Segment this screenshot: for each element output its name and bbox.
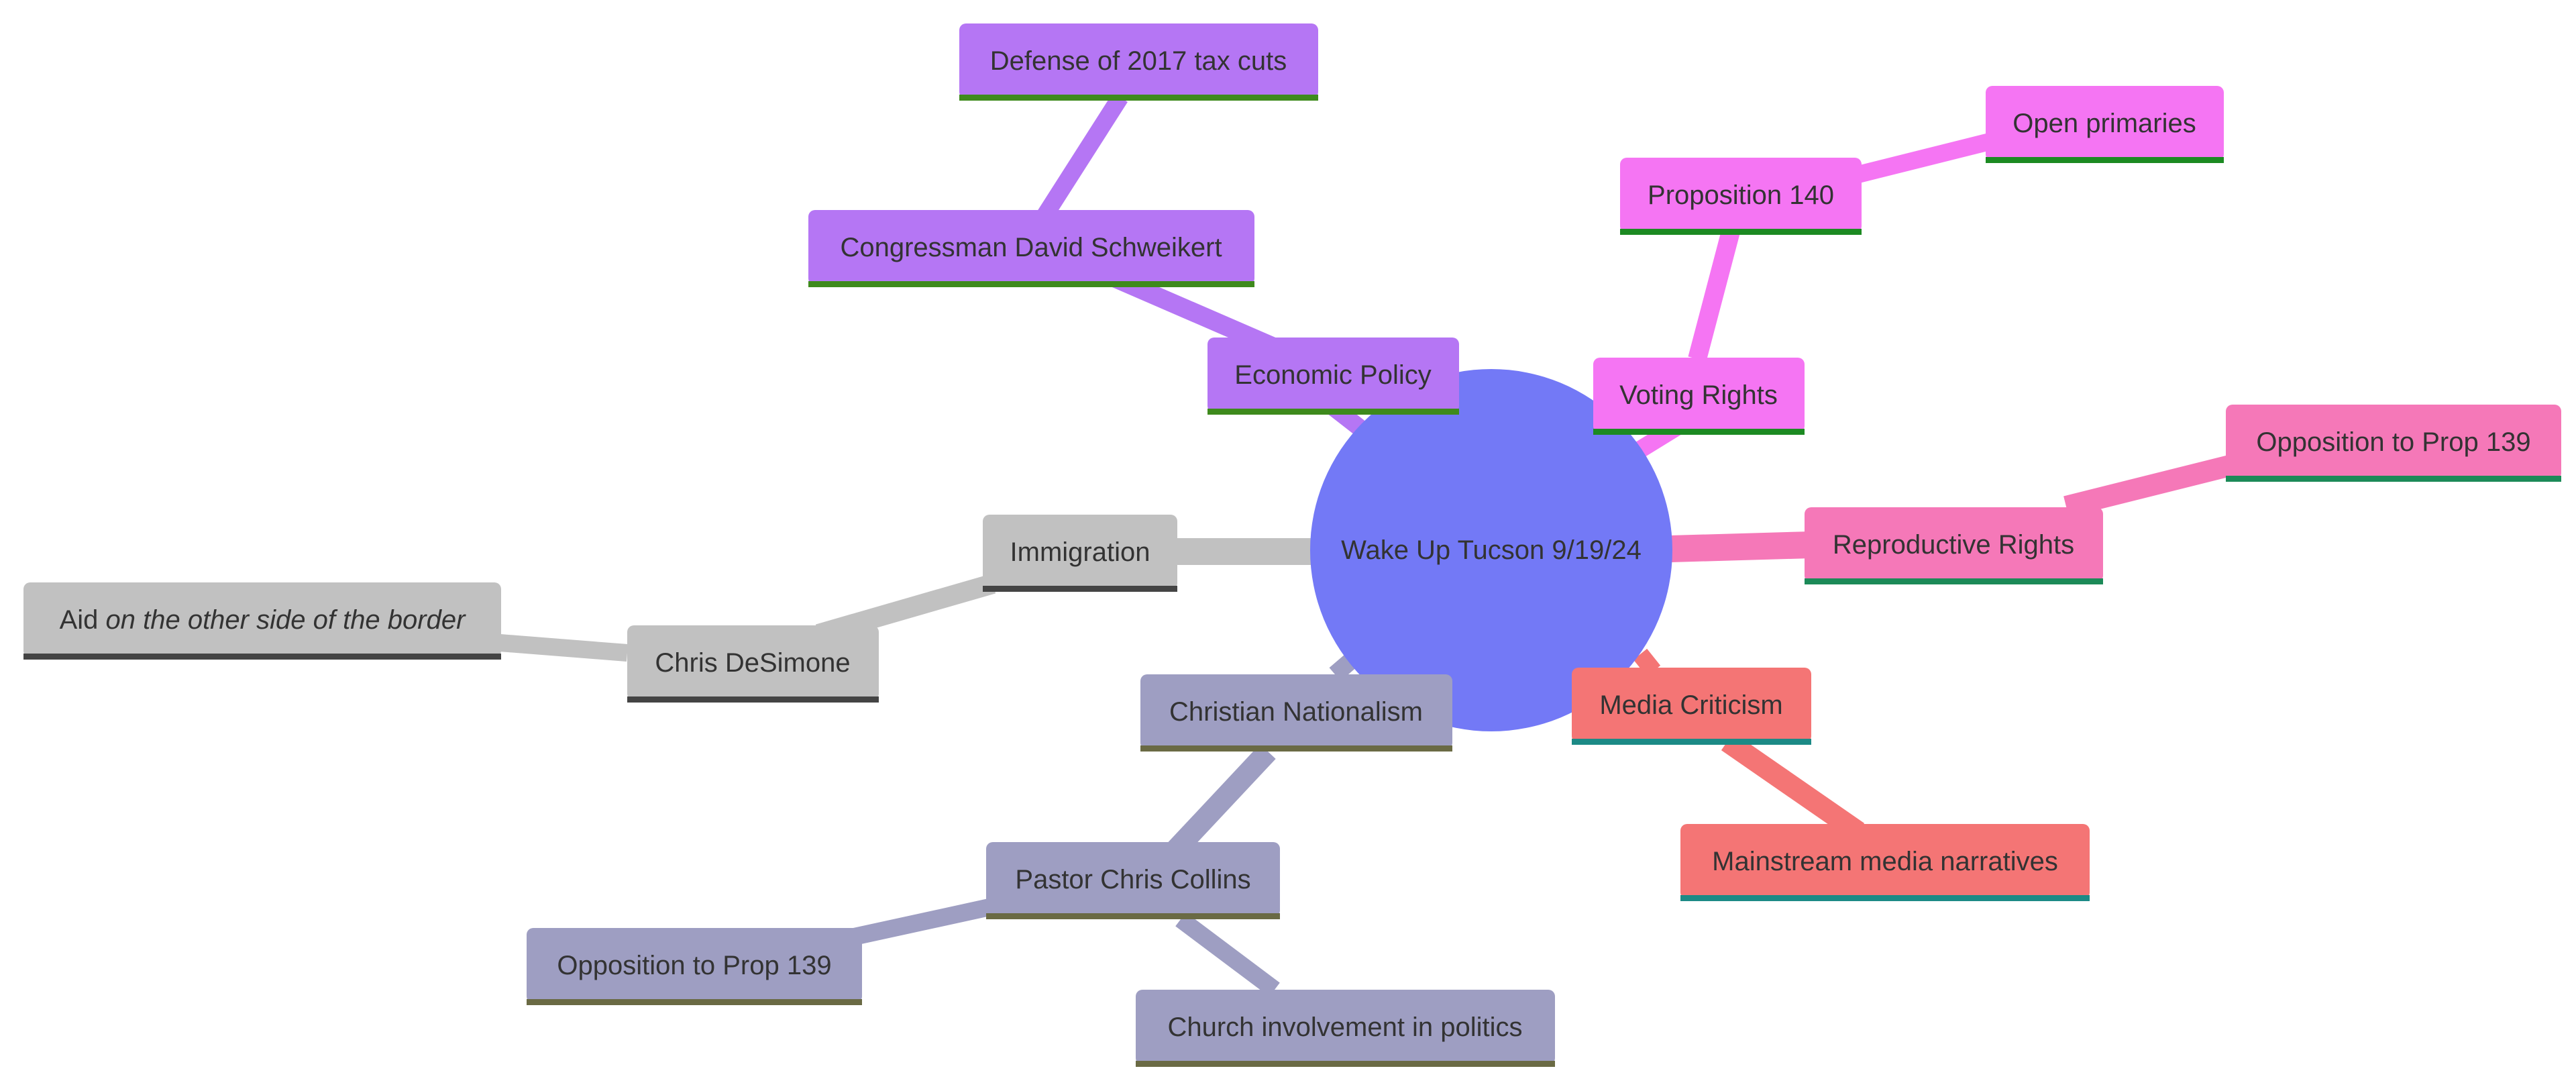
node-underline	[1572, 739, 1811, 745]
node-box	[2226, 405, 2561, 480]
node-underline	[1140, 745, 1452, 752]
node-opposition-prop-139-right[interactable]: Opposition to Prop 139	[2226, 405, 2561, 482]
node-box	[1140, 674, 1452, 749]
node-box	[983, 515, 1177, 590]
node-immigration[interactable]: Immigration	[983, 515, 1177, 592]
node-underline	[1986, 157, 2224, 163]
node-chris-desimone[interactable]: Chris DeSimone	[627, 625, 879, 703]
node-underline	[1680, 895, 2090, 901]
node-box	[1136, 990, 1555, 1065]
node-underline	[808, 281, 1254, 287]
node-label: Opposition to Prop 139	[557, 951, 831, 980]
node-box	[959, 23, 1318, 99]
root-node[interactable]: Wake Up Tucson 9/19/24	[1310, 369, 1672, 731]
node-reproductive-rights[interactable]: Reproductive Rights	[1805, 507, 2103, 584]
node-open-primaries[interactable]: Open primaries	[1986, 86, 2224, 163]
node-proposition-140[interactable]: Proposition 140	[1620, 158, 1862, 235]
edge-voting-prop140	[1688, 229, 1740, 362]
node-label-italic: on the other side of the border	[106, 605, 467, 635]
node-label: Media Criticism	[1599, 690, 1782, 720]
node-box	[1208, 338, 1459, 413]
root-label: Wake Up Tucson 9/19/24	[1341, 535, 1642, 565]
node-box	[1593, 358, 1805, 433]
node-label: Opposition to Prop 139	[2256, 427, 2530, 457]
node-label: Christian Nationalism	[1169, 697, 1423, 727]
edge-christian-collins	[1159, 744, 1276, 866]
node-label: Open primaries	[2012, 109, 2196, 138]
node-christian-nationalism[interactable]: Christian Nationalism	[1140, 674, 1452, 752]
edge-desimone-aid	[498, 634, 629, 662]
node-label: Pastor Chris Collins	[1015, 865, 1250, 894]
node-label: Immigration	[1010, 537, 1150, 567]
node-label: Economic Policy	[1234, 360, 1431, 390]
node-label: Proposition 140	[1648, 180, 1834, 210]
edge-schweikert-taxcuts	[1036, 93, 1128, 223]
node-box	[986, 842, 1280, 917]
node-label: Congressman David Schweikert	[840, 233, 1222, 262]
node-label: Aid on the other side of the border	[60, 605, 467, 635]
node-defense-tax-cuts[interactable]: Defense of 2017 tax cuts	[959, 23, 1318, 101]
node-underline	[986, 913, 1280, 919]
node-underline	[983, 586, 1177, 592]
node-mainstream-media[interactable]: Mainstream media narratives	[1680, 824, 2090, 901]
node-box	[1572, 668, 1811, 743]
node-underline	[627, 696, 879, 703]
node-underline	[1620, 229, 1862, 235]
edge-collins-opp139	[840, 898, 991, 948]
node-label: Mainstream media narratives	[1712, 847, 2058, 876]
node-label-plain: Aid	[60, 605, 106, 635]
node-label: Reproductive Rights	[1833, 530, 2074, 560]
node-box	[23, 582, 501, 658]
edge-repro-opp139	[2063, 452, 2243, 517]
node-voting-rights[interactable]: Voting Rights	[1593, 358, 1805, 435]
edges	[498, 93, 2243, 997]
edge-collins-church	[1175, 912, 1280, 997]
node-underline	[2226, 476, 2561, 482]
node-underline	[959, 95, 1318, 101]
node-opposition-prop-139-left[interactable]: Opposition to Prop 139	[527, 928, 862, 1005]
node-church-involvement[interactable]: Church involvement in politics	[1136, 990, 1555, 1067]
node-box	[1680, 824, 2090, 899]
node-underline	[23, 654, 501, 660]
node-underline	[1136, 1061, 1555, 1067]
node-box	[1620, 158, 1862, 233]
edge-media-mainstream	[1721, 732, 1865, 841]
node-congressman-schweikert[interactable]: Congressman David Schweikert	[808, 210, 1254, 287]
root-circle	[1310, 369, 1672, 731]
edge-prop140-open	[1856, 132, 1995, 183]
node-box	[808, 210, 1254, 285]
node-label: Church involvement in politics	[1167, 1013, 1522, 1042]
node-label: Voting Rights	[1619, 380, 1778, 410]
node-underline	[1208, 409, 1459, 415]
node-aid-other-side-border[interactable]: Aid on the other side of the border	[23, 582, 501, 660]
edge-root-repro	[1670, 531, 1812, 562]
node-media-criticism[interactable]: Media Criticism	[1572, 668, 1811, 745]
node-box	[527, 928, 862, 1003]
node-underline	[1805, 578, 2103, 584]
node-box	[627, 625, 879, 701]
node-box	[1805, 507, 2103, 582]
node-pastor-chris-collins[interactable]: Pastor Chris Collins	[986, 842, 1280, 919]
node-box	[1986, 86, 2224, 161]
node-economic-policy[interactable]: Economic Policy	[1208, 338, 1459, 415]
node-underline	[1593, 429, 1805, 435]
node-label: Defense of 2017 tax cuts	[990, 46, 1287, 76]
node-label: Chris DeSimone	[655, 648, 850, 678]
node-underline	[527, 999, 862, 1005]
